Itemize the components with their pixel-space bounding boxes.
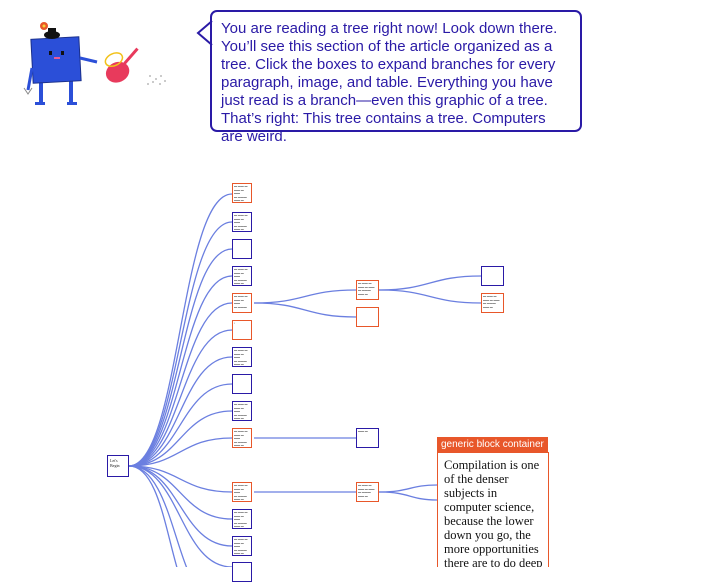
tree-node[interactable]: ▬ ▬▬ ▬▬▬ ▬ ▬▬▬ ▬▬▬▬▬ ▬ xyxy=(356,280,379,300)
tree-root-label: Let's Begin xyxy=(110,458,120,468)
node-type-tag: generic block container xyxy=(437,437,548,452)
tree-node[interactable] xyxy=(356,307,379,327)
node-preview-text: ▪ xyxy=(234,321,236,325)
tree-node[interactable]: ▬ ▬▬ ▬▬▬ ▬ ▬▬▬ ▬▬▬ xyxy=(232,293,252,313)
node-preview-text: ▬ ▬▬ ▬▬▬ ▬ ▬▬▬ ▬▬▬▬▬ ▬ xyxy=(483,294,500,309)
expanded-node-text: Compilation is one of the denser subject… xyxy=(444,458,543,567)
tree-links xyxy=(128,193,482,567)
tree-node[interactable] xyxy=(232,562,252,582)
expanded-tree-node[interactable]: Compilation is one of the denser subject… xyxy=(437,452,549,567)
mascot-leg-left xyxy=(39,80,43,102)
watering-can-icon xyxy=(104,47,139,83)
mascot-leg-right xyxy=(69,80,73,102)
node-preview-text: ▬ ▬▬ ▬▬▬ ▬ ▬▬▬ ▬▬▬▬▬ ▬ xyxy=(234,483,248,501)
tree-node[interactable]: ▬ ▬▬ ▬▬▬ ▬ ▬▬▬ ▬▬▬▬▬ ▬ xyxy=(232,482,252,502)
node-preview-text: ▬ ▬▬ ▬▬▬ ▬ ▬▬▬ ▬▬▬▬▬ ▬ xyxy=(234,348,248,366)
tree-node[interactable]: ▪ xyxy=(232,320,252,340)
tree-node[interactable]: ▬ ▬▬ ▬▬▬ ▬ ▬▬▬ ▬▬▬▬▬ ▬ xyxy=(232,401,252,421)
tree-node[interactable]: ▬ ▬▬ ▬▬▬ ▬ ▬▬▬ ▬▬▬▬▬ ▬ xyxy=(232,183,252,203)
tree-node[interactable]: ▬ ▬▬ ▬▬▬ ▬ ▬▬▬ ▬▬▬▬▬ ▬ xyxy=(232,536,252,556)
node-preview-text: ▬ ▬▬ ▬▬▬ ▬ ▬▬▬ ▬▬▬▬▬ ▬ xyxy=(234,184,248,202)
node-preview-text: ▬ ▬▬ ▬▬▬ ▬ ▬▬▬ ▬▬▬▬▬ ▬ xyxy=(358,483,375,498)
node-preview-text: ▬ ▬▬ ▬▬▬ ▬ ▬▬▬ ▬▬▬▬▬ ▬ xyxy=(358,281,375,296)
node-preview-text: ▬ ▬▬ ▬▬▬ ▬ ▬▬▬ ▬▬▬▬▬ ▬ xyxy=(234,537,248,555)
bubble-tail xyxy=(196,20,213,46)
node-preview-text: ▬ ▬▬ ▬▬▬ ▬ ▬▬▬ ▬▬▬▬▬ ▬ xyxy=(234,510,248,528)
node-preview-text: ▬ ▬▬ ▬▬▬ ▬ ▬▬▬ ▬▬▬▬▬ ▬ xyxy=(234,213,248,231)
tree-node[interactable]: ▬ ▬▬ ▬▬▬ ▬ ▬▬▬ ▬▬▬▬▬ ▬ xyxy=(356,482,379,502)
tree-node[interactable] xyxy=(232,374,252,394)
tree-node[interactable]: ▬ ▬▬ ▬▬▬ ▬ ▬▬▬ ▬▬▬▬▬ ▬ xyxy=(232,509,252,529)
tree-node[interactable]: ▬ ▬▬ ▬▬▬ ▬ ▬▬▬ ▬▬▬▬▬ ▬ xyxy=(232,212,252,232)
tree-node[interactable]: ▬ ▬▬ ▬▬▬ ▬ ▬▬▬ ▬▬▬▬▬ ▬ xyxy=(481,293,504,313)
speech-bubble-text: You are reading a tree right now! Look d… xyxy=(221,20,558,145)
speech-bubble: You are reading a tree right now! Look d… xyxy=(210,10,582,145)
tree-node[interactable]: ▬▬ ▬ xyxy=(356,428,379,448)
tree-node[interactable] xyxy=(232,239,252,259)
tree-root-node[interactable]: Let's Begin xyxy=(107,455,129,477)
node-preview-text: ▬ ▬▬ ▬▬▬ ▬ ▬▬▬ ▬▬▬▬▬ ▬ xyxy=(234,402,248,420)
node-preview-text: ▬▬ ▬ xyxy=(358,429,368,433)
tree-node[interactable]: ▬ ▬▬ ▬▬▬ ▬ ▬▬▬ ▬▬▬▬▬ ▬ xyxy=(232,266,252,286)
node-preview-text: ▬ ▬▬ ▬▬▬ ▬ ▬▬▬ ▬▬▬▬▬ ▬ xyxy=(234,267,248,285)
tree-node[interactable]: ▬ ▬▬ ▬▬▬ ▬ ▬▬▬ ▬▬▬▬▬ ▬ xyxy=(232,347,252,367)
mascot-illustration xyxy=(23,22,166,105)
node-preview-text: ▬ ▬▬ ▬▬▬ ▬ ▬▬▬ ▬▬▬ xyxy=(234,294,248,309)
node-preview-text: ▬ ▬▬ ▬▬▬ ▬ ▬▬▬ ▬▬▬▬▬ ▬ xyxy=(234,429,248,447)
tree-node[interactable] xyxy=(481,266,504,286)
tree-node[interactable]: ▬ ▬▬ ▬▬▬ ▬ ▬▬▬ ▬▬▬▬▬ ▬ xyxy=(232,428,252,448)
